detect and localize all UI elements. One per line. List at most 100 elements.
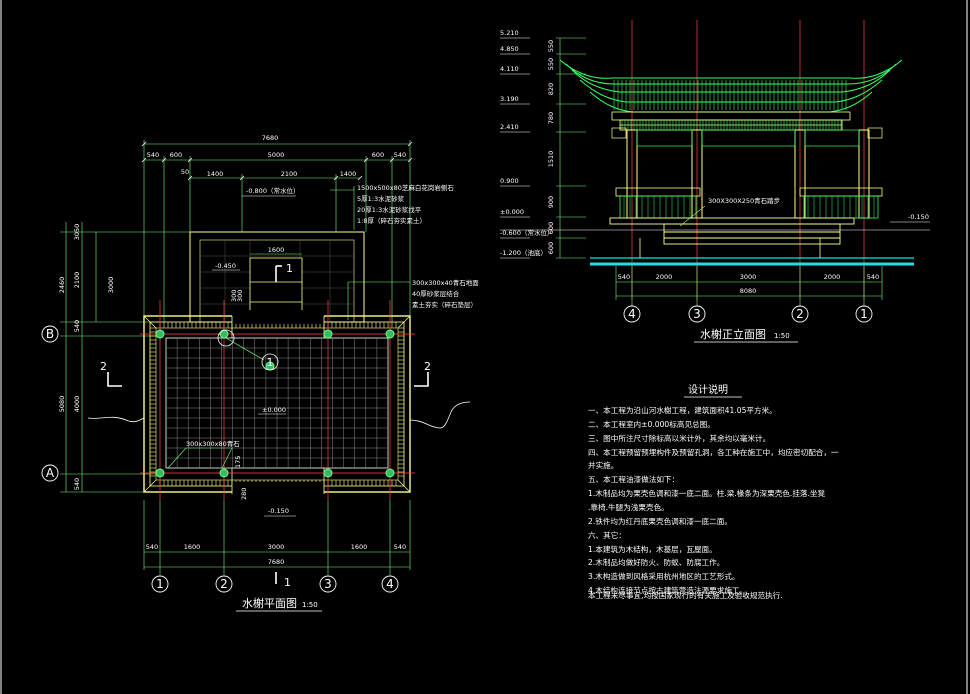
elev-level-7: ±0.000 xyxy=(500,208,524,216)
plan-axis-letter-b: B xyxy=(46,327,54,341)
plan-top-small: 50 xyxy=(181,168,189,176)
plan-left-outer: 2460 xyxy=(58,277,66,294)
elev-axis-lines xyxy=(631,20,865,300)
notes-line-9: 2.铁件均为红丹底栗壳色调和漆一底二面。 xyxy=(588,516,732,526)
plan-small-dim-1: 300 xyxy=(230,290,238,302)
plan-note-top-3: 20厚1:3水泥砂浆找平 xyxy=(357,205,422,214)
plan-bottom-part-3: 3000 xyxy=(268,543,285,551)
plan-left-lower-1: 540 xyxy=(73,320,81,332)
elev-level-5: 2.410 xyxy=(500,123,519,131)
elev-vdim-1: 550 xyxy=(547,40,555,52)
plan-bottom-part-4: 1600 xyxy=(351,543,368,551)
plan-notes-top: 1500x500x80芝麻白花岗岩侧石 5厚1:3水泥砂浆 20厚1:3水泥砂浆… xyxy=(330,183,454,230)
plan-axis-letter-a: A xyxy=(46,466,55,480)
notes-line-1: 一、本工程为沿山河水榭工程，建筑面积41.05平方米。 xyxy=(588,405,777,415)
notes-line-14: 4.木结构连接节点按古建筑营造法源要求施工。 xyxy=(588,585,747,595)
elev-vdim-3: 820 xyxy=(547,83,555,95)
elev-bottom-part-2: 2000 xyxy=(656,273,673,281)
plan-section-mark-bottom: 1 xyxy=(284,576,291,589)
eave-bracket xyxy=(621,120,842,130)
plan-columns xyxy=(155,329,395,478)
plan-small-dim-2: 300 xyxy=(236,290,244,302)
plan-level-top: -0.800（常水位） xyxy=(246,186,299,195)
plan-side-marks xyxy=(107,372,429,387)
plan-left-mid-2: 2100 xyxy=(73,272,81,289)
elev-axis-numbers: 4 3 2 1 xyxy=(623,305,873,323)
elev-level-8: -0.600（常水位） xyxy=(500,228,553,237)
roof-tiles xyxy=(613,80,847,110)
elev-bottom-total: 8080 xyxy=(740,287,757,295)
elev-vdim-8: 600 xyxy=(547,242,555,254)
plan-section-mark-top: 1 xyxy=(275,262,293,282)
plan-top-inner-3: 1400 xyxy=(340,170,357,178)
elev-scale: 1:50 xyxy=(774,332,790,340)
plan-note-mid-3: 素土夯实（碎石垫层） xyxy=(412,300,477,309)
notes-line-8: .靠椅.牛腿为浅栗壳色。 xyxy=(588,502,669,512)
plan-left-inner: 3000 xyxy=(107,277,115,294)
plan-top-part-4: 600 xyxy=(372,151,384,159)
plan-pavilion xyxy=(143,310,411,496)
plan-axis-number-1: 1 xyxy=(156,577,164,591)
plan-axis-number-4: 4 xyxy=(386,577,394,591)
notes-line-16: 本工程未尽事宜,均按国家现行的有关施工及验收规范执行. xyxy=(588,590,783,600)
notes-line-5: 并实施。 xyxy=(588,460,618,470)
elev-axis-number-2: 2 xyxy=(796,307,804,321)
plan-top-part-3: 5000 xyxy=(268,151,285,159)
elev-vdim-5: 1510 xyxy=(547,151,555,168)
elev-level-2: 4.850 xyxy=(500,45,519,53)
elev-vdim-7: 600 xyxy=(547,222,555,234)
notes-title: 设计说明 xyxy=(688,383,728,396)
elev-level-right: -0.150 xyxy=(908,213,929,221)
elev-level-4: 3.190 xyxy=(500,95,519,103)
elev-bottom-part-4: 2000 xyxy=(824,273,841,281)
plan-note-top-4: 1:8厚（碎石夯实素土） xyxy=(357,216,426,225)
elev-bottom-part-5: 540 xyxy=(867,273,879,281)
design-notes: 设计说明 一、本工程为沿山河水榭工程，建筑面积41.05平方米。 二、本工程室内… xyxy=(588,383,839,600)
plan-bottom-part-1: 540 xyxy=(146,543,158,551)
elev-vdim-6: 900 xyxy=(547,196,555,208)
notes-line-12: 2.木制品均做好防火、防蚁、防腐工作。 xyxy=(588,557,724,567)
elevation-platform xyxy=(609,217,855,245)
plan-axis-number-2: 2 xyxy=(220,577,228,591)
plan-axis-numbers: 1 2 3 4 xyxy=(151,575,399,593)
plan-left-lower-2: 5080 xyxy=(58,396,66,413)
notes-line-2: 二、本工程室内±0.000标高见总图。 xyxy=(588,419,715,429)
elev-level-1: 5.210 xyxy=(500,29,519,37)
notes-line-11: 1.本建筑为木结构，木基层，瓦屋面。 xyxy=(588,544,717,554)
plan-note-top-1: 1500x500x80芝麻白花岗岩侧石 xyxy=(357,183,454,192)
plan-view: 7680 540 600 5000 600 540 50 1400 2100 1… xyxy=(41,134,479,612)
floor-grid xyxy=(166,338,388,468)
elev-axis-number-3: 3 xyxy=(693,307,701,321)
elev-vdim-2: 550 xyxy=(547,58,555,70)
notes-line-6: 五、本工程油漆做法如下： xyxy=(588,474,679,484)
plan-bottom-total: 7680 xyxy=(268,558,285,566)
elevation-roof xyxy=(559,59,903,113)
bench-rails xyxy=(623,196,875,218)
elev-bottom-part-3: 3000 xyxy=(740,273,757,281)
plan-small-dim-3: 175 xyxy=(234,456,242,468)
notes-line-13: 3.木构造做到风格采用杭州地区的工艺形式。 xyxy=(588,571,740,581)
elev-vdim-4: 780 xyxy=(547,112,555,124)
plan-note-mid-1: 300x300x40青石地面 xyxy=(412,278,479,287)
plan-callout-left: 300x300x80青石 xyxy=(167,439,240,469)
plan-shoreline xyxy=(87,401,471,429)
plan-notes-mid: 300x300x40青石地面 40厚砂浆层结合 素土夯实（碎石垫层） xyxy=(347,278,479,320)
plan-note-mid-2: 40厚砂浆层结合 xyxy=(412,289,460,298)
plan-bottom-part-2: 1600 xyxy=(184,543,201,551)
elev-level-3: 4.110 xyxy=(500,65,519,73)
elev-level-9: -1.200（池底） xyxy=(500,248,547,257)
plan-detail-callout-label: 1 xyxy=(267,356,274,369)
notes-line-4: 四、本工程预留预埋构件及预留孔洞，各工种在施工中，均应密切配合，一 xyxy=(588,447,839,457)
elev-axis-number-1: 1 xyxy=(860,307,868,321)
elevation-view: 5.210 4.850 4.110 3.190 2.410 0.900 ±0.0… xyxy=(500,20,930,343)
plan-small-dim-4: 280 xyxy=(240,488,248,500)
elevation-water xyxy=(500,229,930,266)
elevation-lattice xyxy=(611,127,883,147)
plan-detail-callout: 1 xyxy=(217,329,279,371)
plan-note-top-2: 5厚1:3水泥砂浆 xyxy=(357,194,405,203)
elev-bottom-dimensions xyxy=(615,266,883,306)
notes-line-7: 1.木制品均为栗壳色调和漆一底二面。柱.梁.椽条为深栗壳色.挂落.坐凳 xyxy=(588,488,826,498)
plan-axis-number-3: 3 xyxy=(324,577,332,591)
plan-top-inner-2: 2100 xyxy=(281,170,298,178)
